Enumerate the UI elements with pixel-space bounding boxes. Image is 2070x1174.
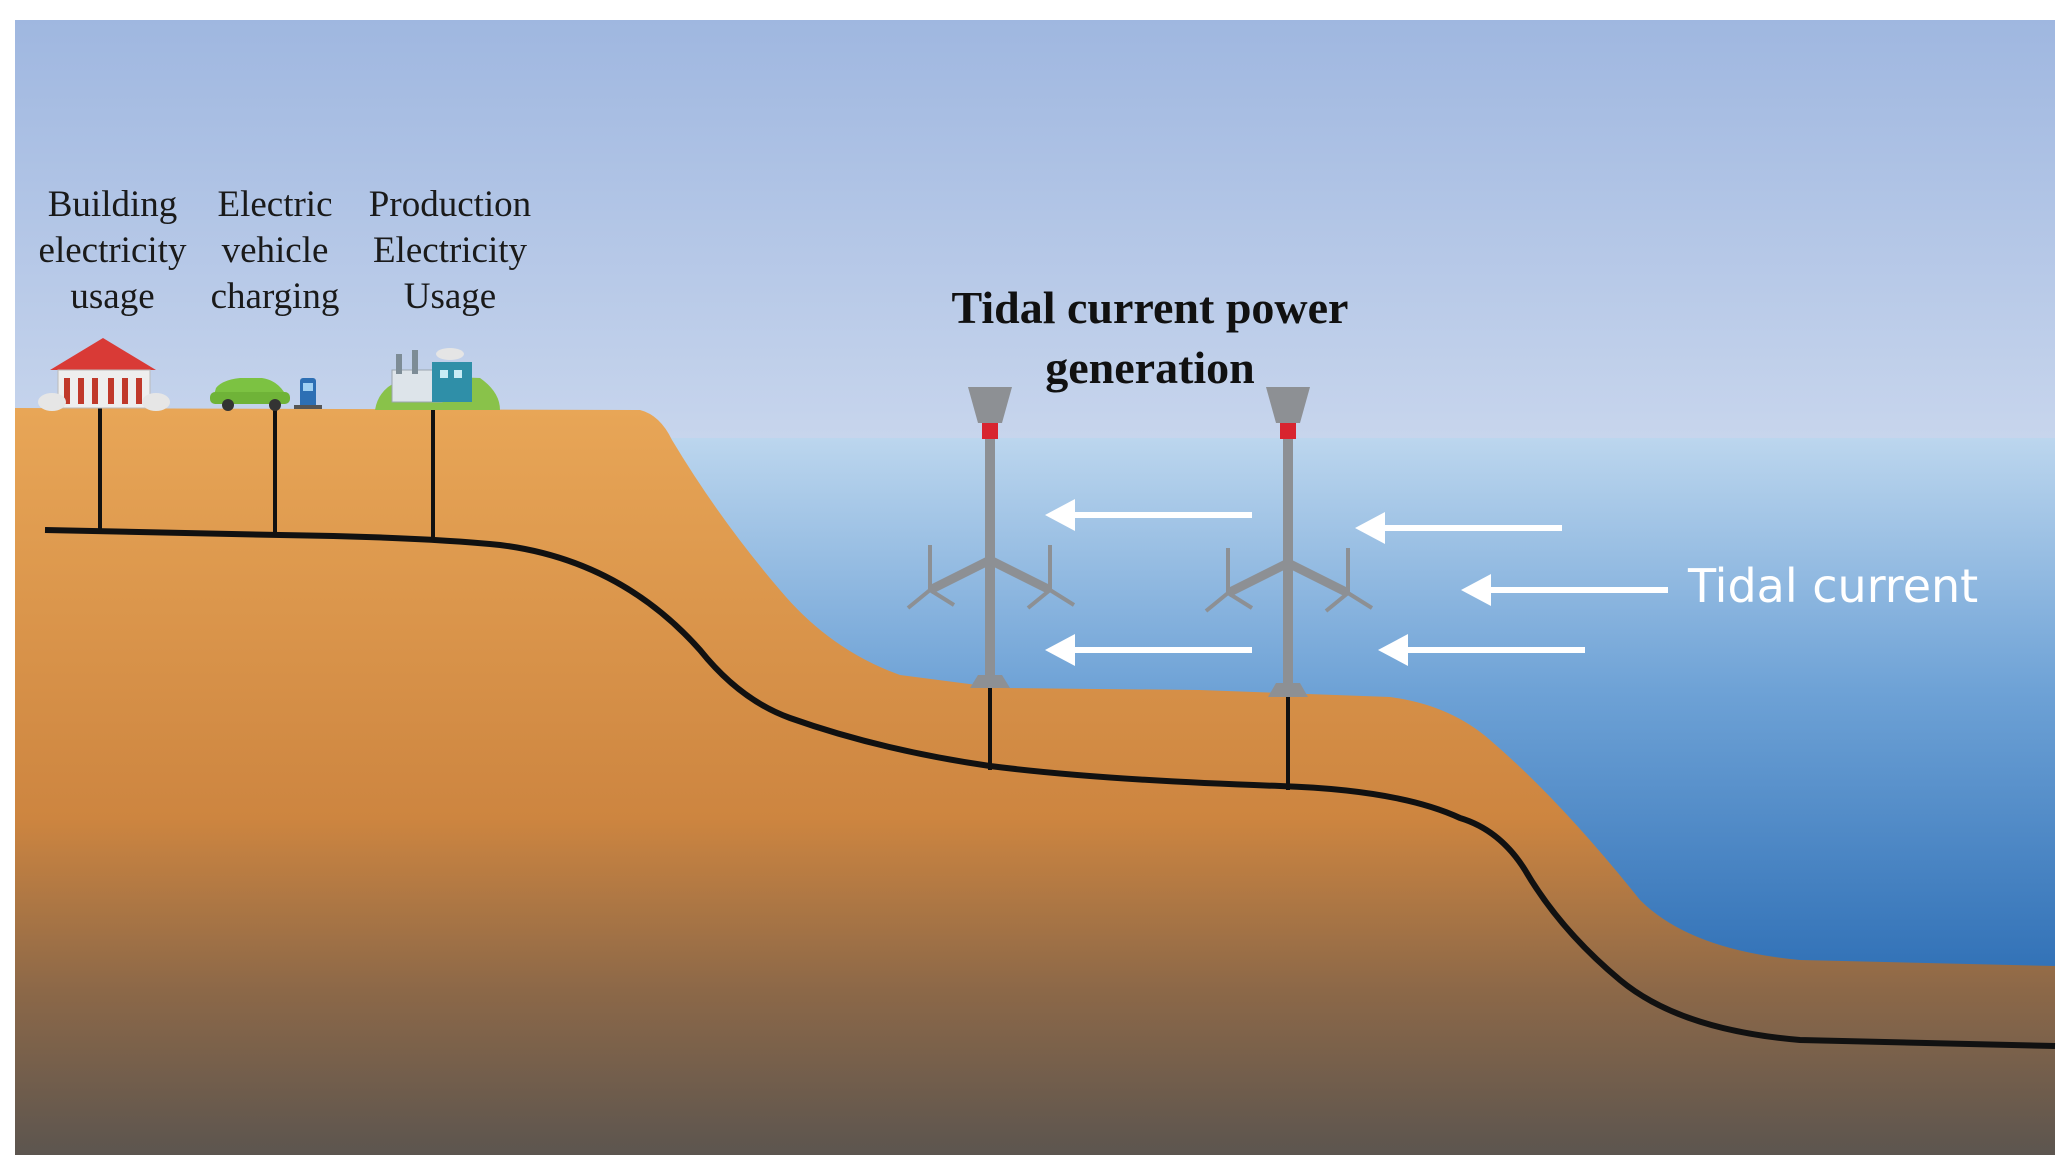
production-label-line: Usage bbox=[403, 276, 497, 317]
diagram-title: Tidal current power generation bbox=[860, 278, 1440, 398]
arrow-left-icon bbox=[1355, 512, 1562, 544]
electric-car-icon bbox=[210, 378, 322, 411]
ev-label-line: charging bbox=[210, 276, 340, 317]
tidal-current-label: Tidal current bbox=[1688, 559, 1979, 613]
production-label: Production Electricity Usage bbox=[355, 182, 545, 320]
arrow-left-icon bbox=[1461, 574, 1668, 606]
building-label-line: usage bbox=[70, 276, 155, 317]
ev-label-line: Electric bbox=[217, 184, 333, 225]
power-cable bbox=[44, 527, 2056, 1049]
title-line: generation bbox=[1045, 342, 1255, 393]
building-icon bbox=[38, 338, 170, 411]
ev-label-line: vehicle bbox=[221, 230, 329, 271]
production-label-line: Production bbox=[368, 184, 532, 225]
building-label-line: electricity bbox=[38, 230, 187, 271]
turbine-icon bbox=[1204, 387, 1374, 697]
arrow-left-icon bbox=[1045, 634, 1252, 666]
ev-charging-label: Electric vehicle charging bbox=[195, 182, 355, 320]
land-seabed bbox=[15, 408, 2055, 1155]
arrow-left-icon bbox=[1378, 634, 1585, 666]
turbine-icon bbox=[906, 387, 1076, 688]
building-label: Building electricity usage bbox=[20, 182, 205, 320]
arrow-left-icon bbox=[1045, 499, 1252, 531]
title-line: Tidal current power bbox=[951, 282, 1349, 333]
production-label-line: Electricity bbox=[372, 230, 528, 271]
building-label-line: Building bbox=[47, 184, 178, 225]
factory-icon bbox=[375, 348, 500, 410]
